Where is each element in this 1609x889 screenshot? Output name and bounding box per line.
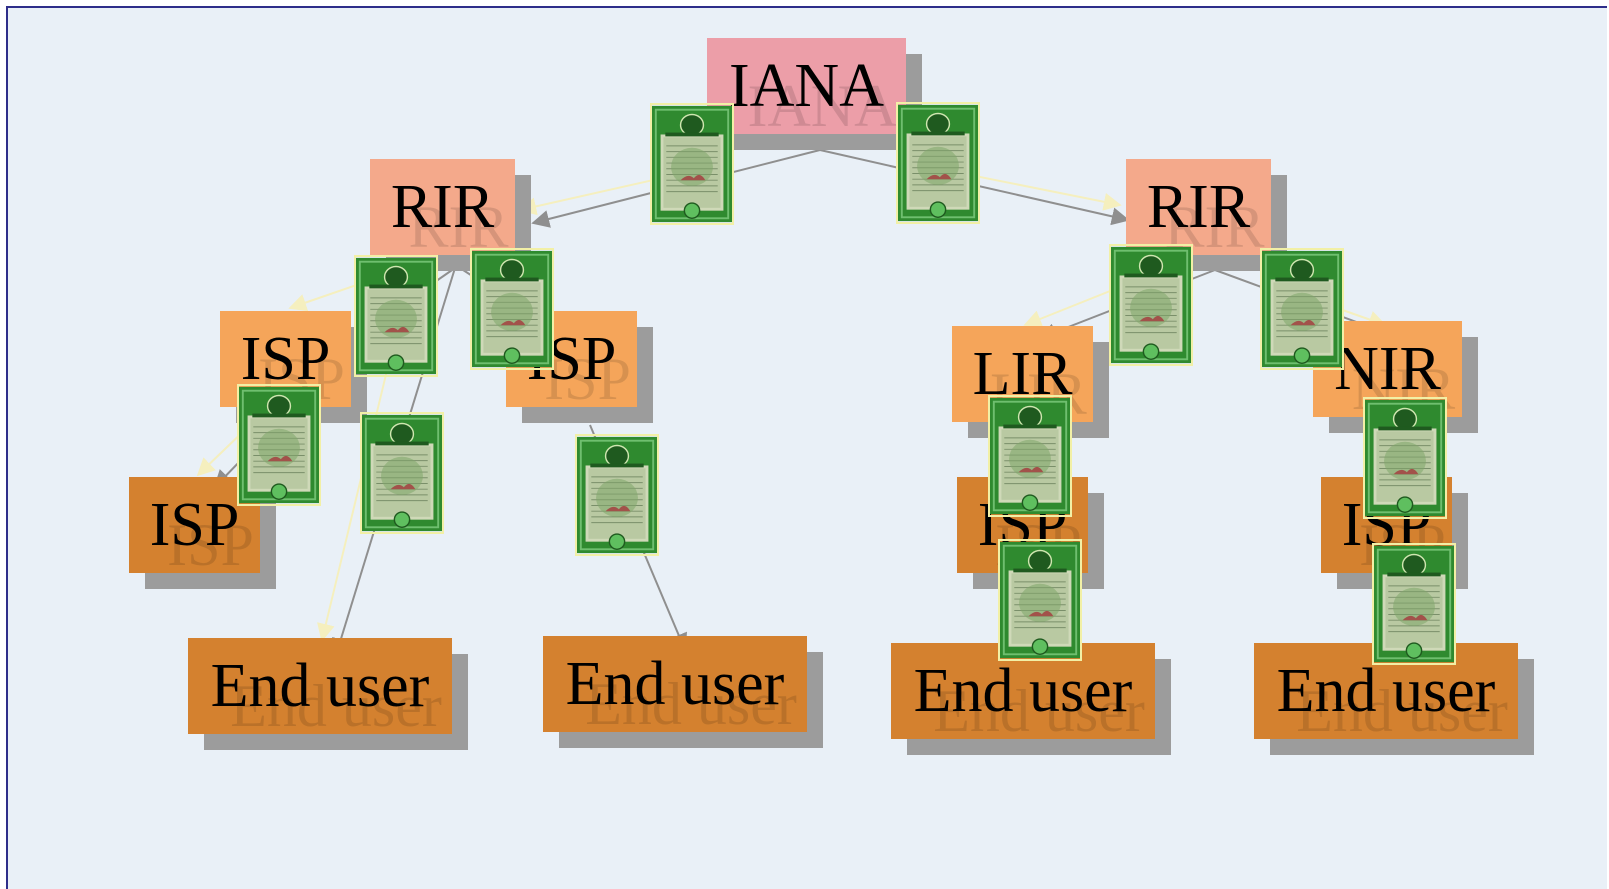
node-end-user-3-label: End user (913, 656, 1133, 725)
certificate-icon (998, 539, 1082, 661)
certificate-icon (360, 412, 444, 534)
node-end-user-2: End user End user (543, 636, 807, 737)
node-end-user-1: End user End user (188, 638, 452, 739)
certificate-icon (1109, 244, 1193, 366)
node-isp-left-upper-label: ISP (240, 324, 331, 393)
node-rir-right-label: RIR (1146, 172, 1251, 241)
node-rir-right: RIR RIR (1126, 159, 1271, 260)
certificate-icon (650, 103, 734, 225)
certificate-icon (1372, 543, 1456, 665)
node-iana-label: IANA (729, 51, 884, 120)
certificate-icon (1260, 248, 1344, 370)
certificate-icon (575, 434, 659, 556)
certificate-icon (896, 102, 980, 224)
node-end-user-4-label: End user (1276, 656, 1496, 725)
node-iana: IANA IANA (707, 38, 906, 139)
node-rir-left-label: RIR (390, 172, 495, 241)
node-end-user-2-label: End user (565, 649, 785, 718)
node-rir-left: RIR RIR (370, 159, 515, 260)
certificate-icon (237, 384, 321, 506)
certificate-icon (1363, 397, 1447, 519)
certificate-icon (988, 395, 1072, 517)
certificate-icon (470, 248, 554, 370)
certificate-icon (354, 255, 438, 377)
node-end-user-1-label: End user (210, 651, 430, 720)
node-nir-label: NIR (1334, 334, 1441, 403)
node-isp-left-lower-label: ISP (149, 490, 240, 559)
